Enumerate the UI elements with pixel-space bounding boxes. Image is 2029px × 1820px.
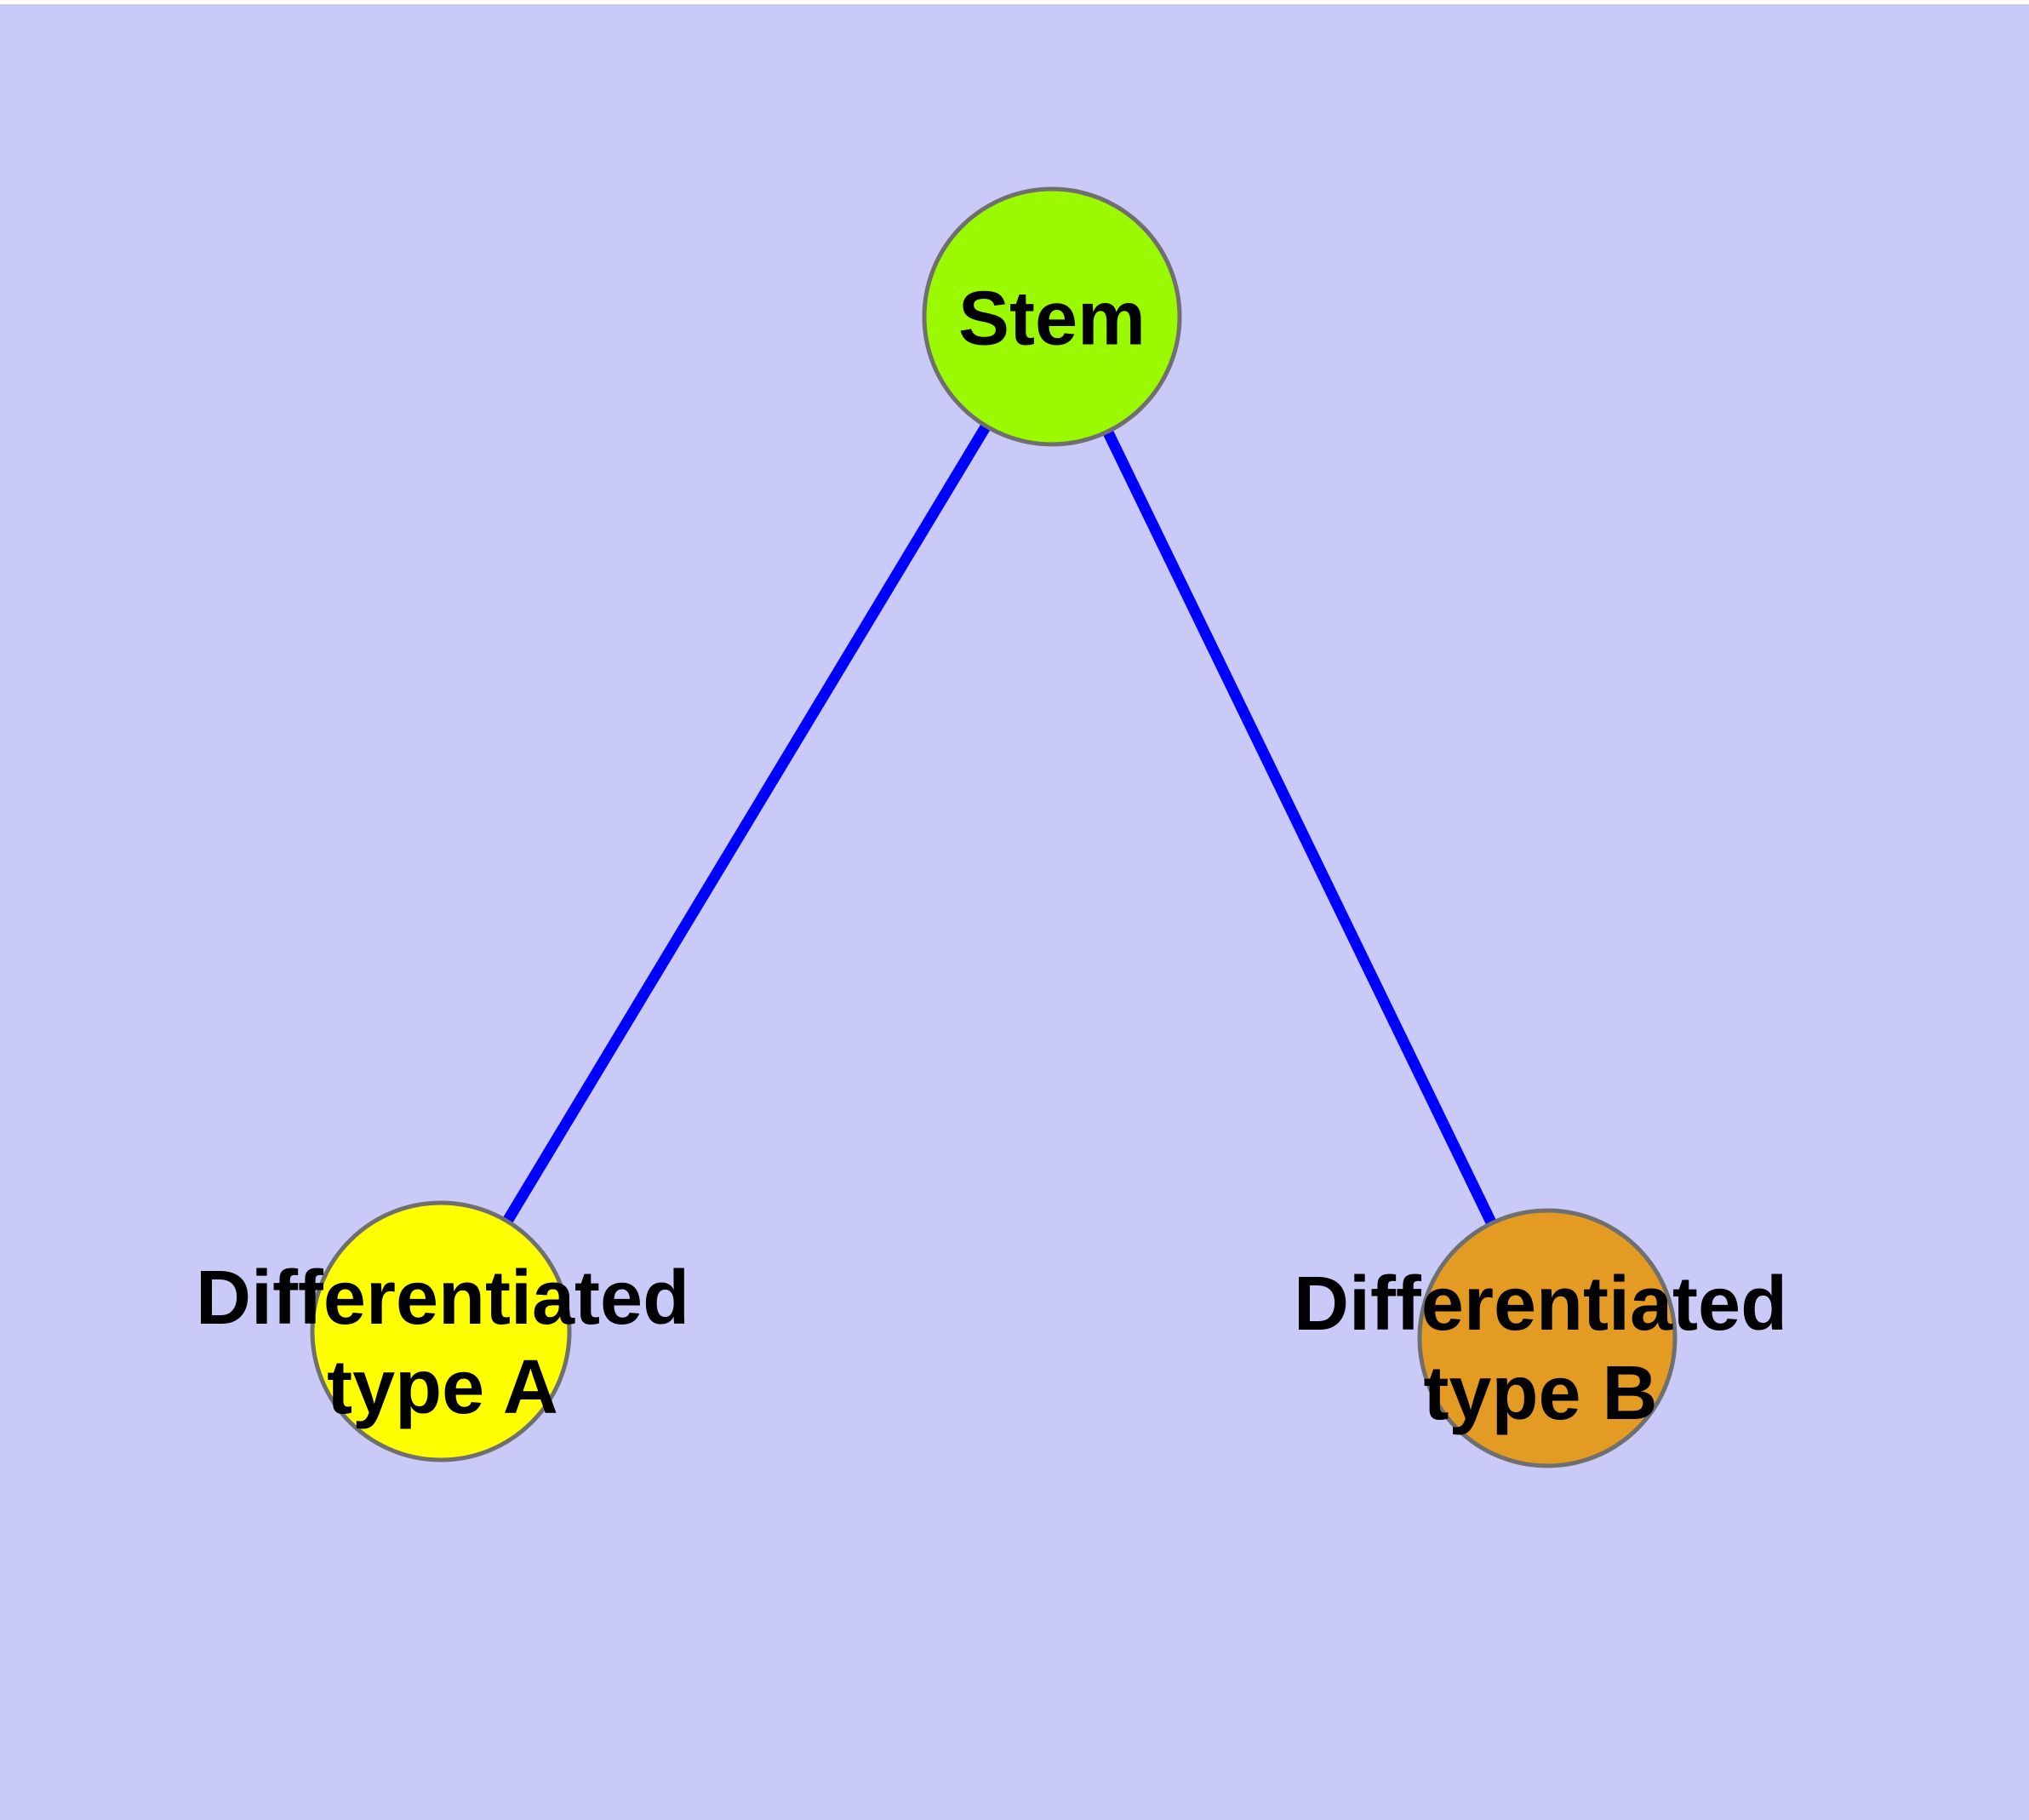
- node-type-b-label-line-1: Differentiated: [1293, 1262, 1788, 1347]
- node-stem-circle: [922, 186, 1182, 447]
- node-type-a-label-line-1: Differentiated: [195, 1256, 690, 1341]
- node-type-a-circle: [310, 1200, 572, 1462]
- edge-stem-to-type-a: [436, 313, 1057, 1335]
- edge-stem-to-type-b: [1047, 314, 1552, 1341]
- node-type-b-label-line-2: type B: [1423, 1351, 1658, 1436]
- node-type-a-label-line-2: type A: [327, 1345, 558, 1430]
- node-stem-label-line: Stem: [957, 276, 1146, 362]
- top-border-strip: [0, 0, 2029, 4]
- node-type-b-circle: [1417, 1208, 1677, 1468]
- node-stem-label: Stem: [958, 275, 1146, 364]
- node-type-a-label: Differentiated type A: [196, 1254, 689, 1433]
- node-type-b-label: Differentiated type B: [1294, 1260, 1787, 1439]
